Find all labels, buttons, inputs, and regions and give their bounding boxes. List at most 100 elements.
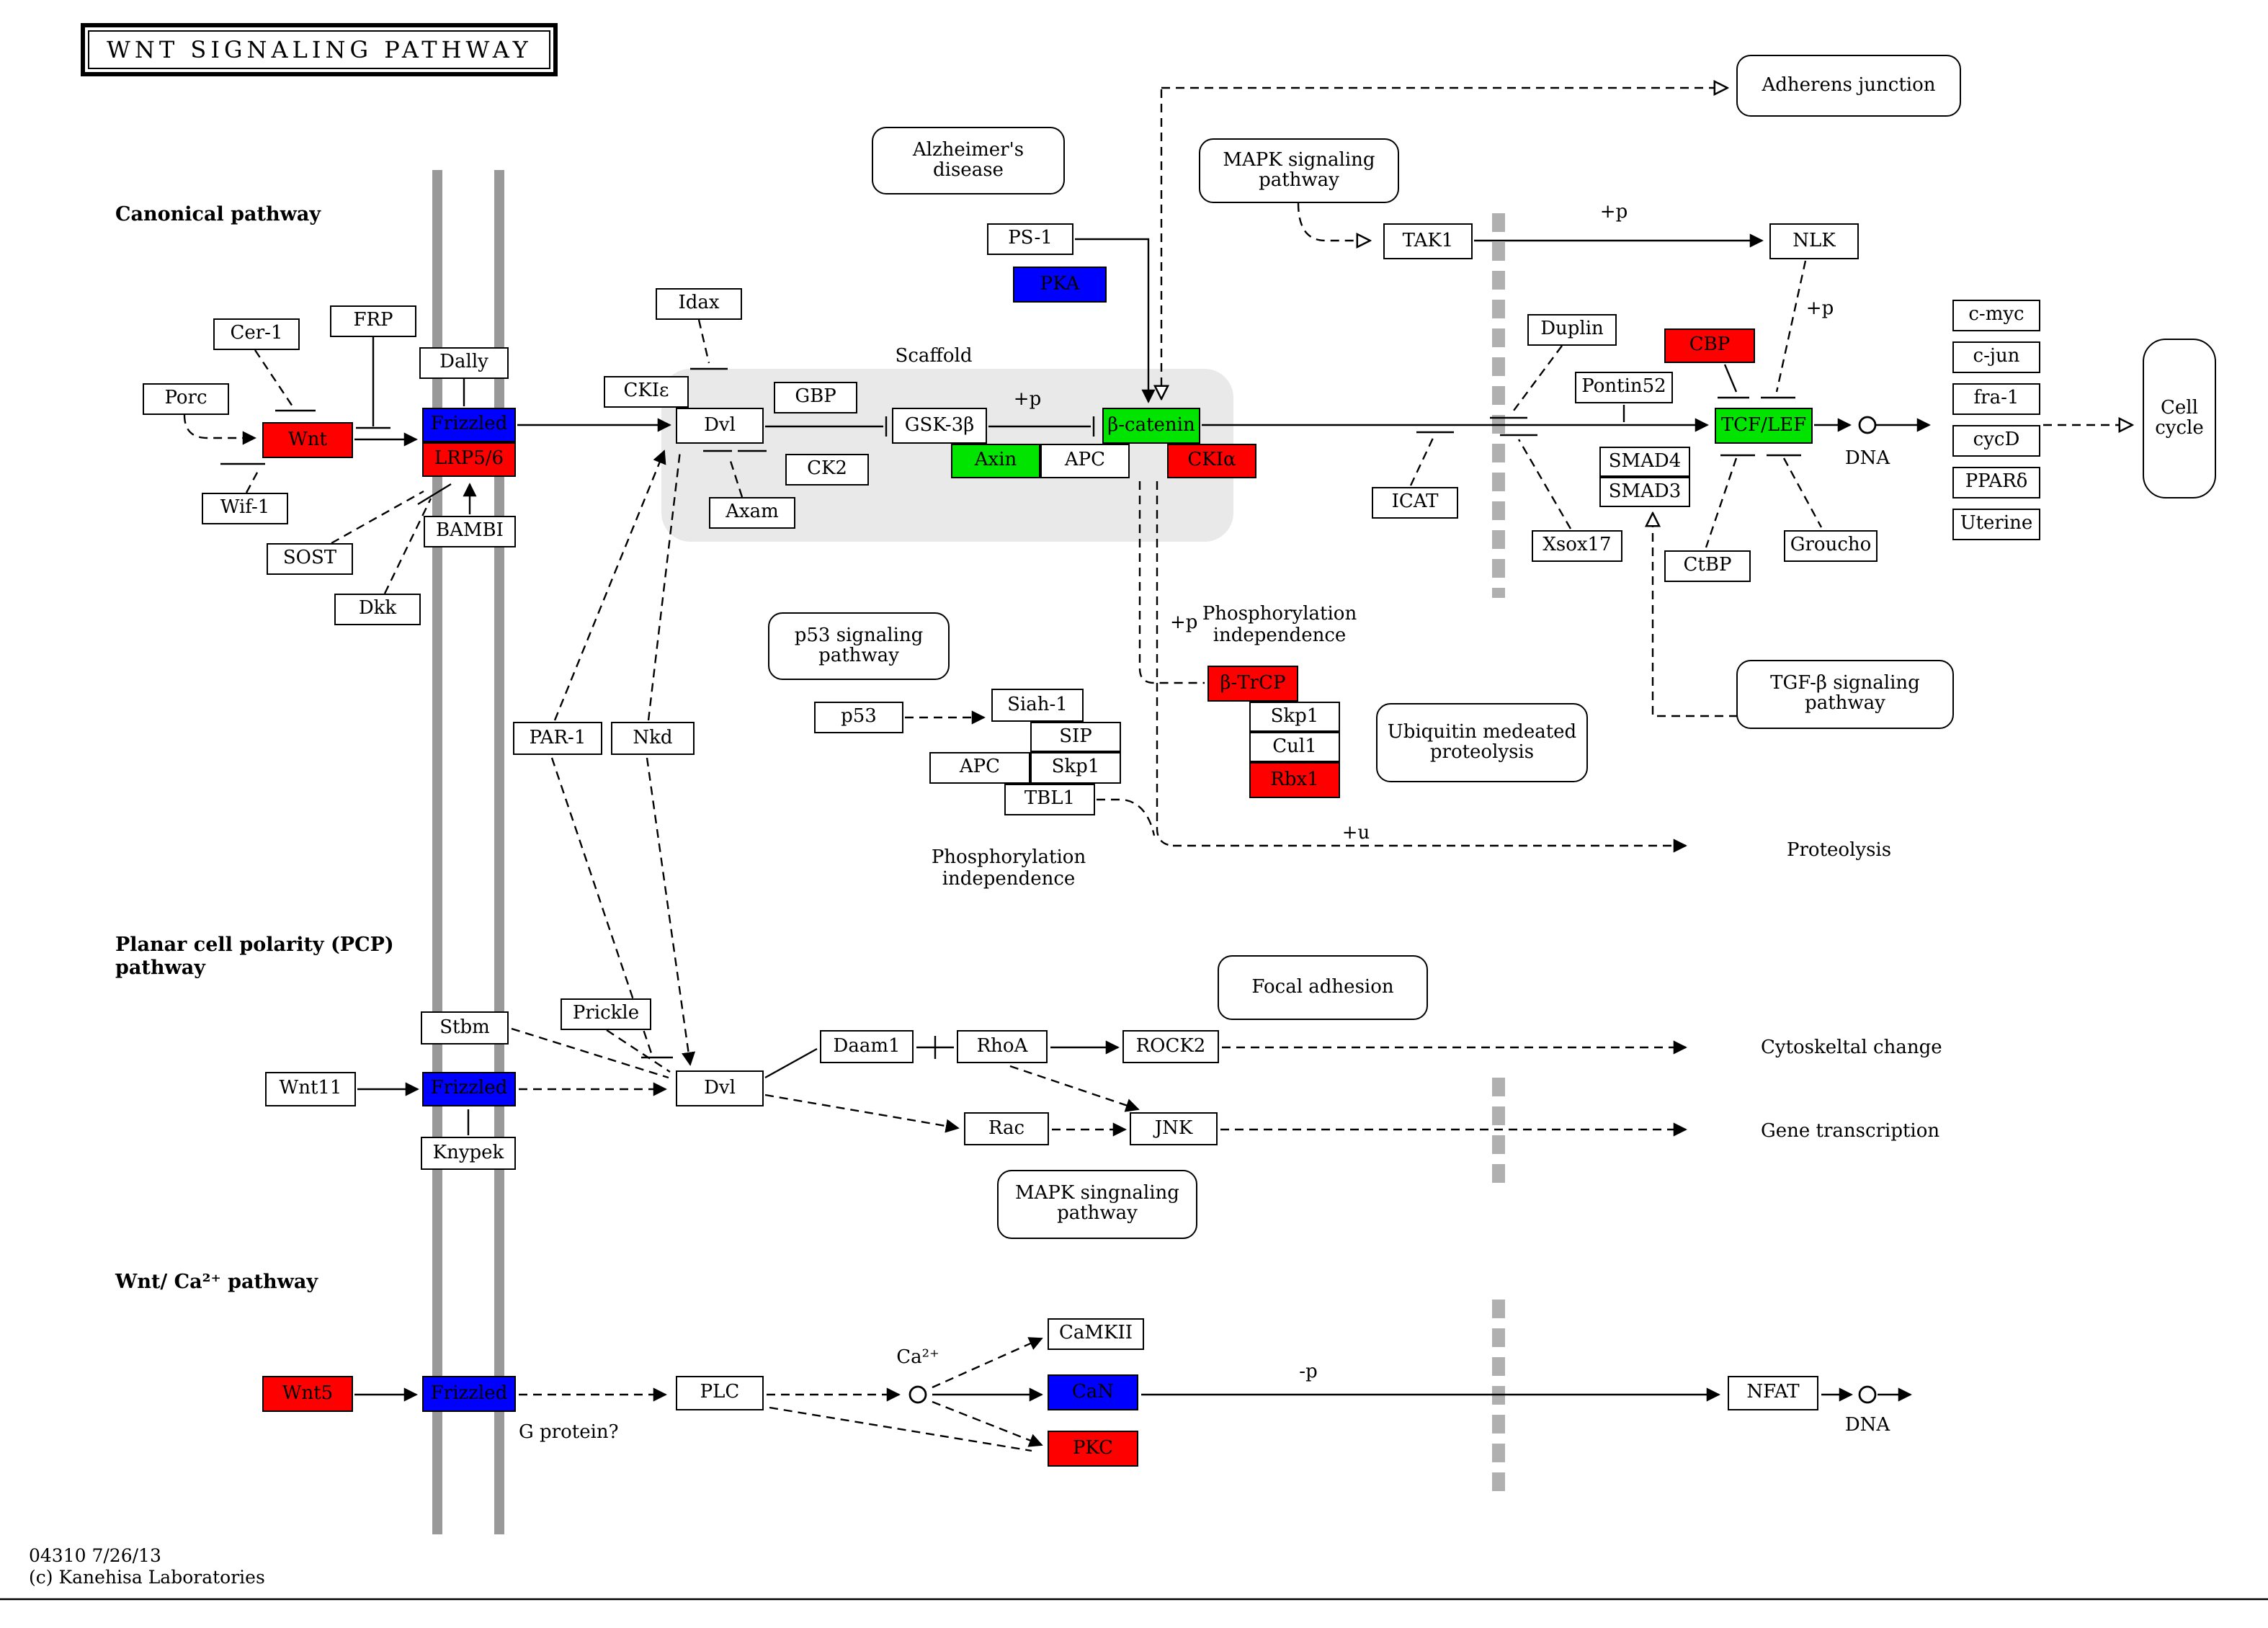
node-sost[interactable]: SOST bbox=[267, 543, 353, 575]
node-uterine[interactable]: Uterine bbox=[1952, 509, 2040, 540]
node-porc[interactable]: Porc bbox=[143, 383, 229, 415]
node-ppar-delta[interactable]: PPARδ bbox=[1952, 467, 2040, 498]
pathway-node-adherens-junction[interactable]: Adherens junction bbox=[1736, 55, 1961, 117]
node-cbp[interactable]: CBP bbox=[1664, 328, 1755, 363]
node-tbl1[interactable]: TBL1 bbox=[1004, 784, 1095, 815]
node-fra-1[interactable]: fra-1 bbox=[1952, 383, 2040, 415]
node-nlk[interactable]: NLK bbox=[1769, 223, 1859, 259]
node-c-myc[interactable]: c-myc bbox=[1952, 300, 2040, 331]
node-pka[interactable]: PKA bbox=[1013, 267, 1107, 303]
node-ck2[interactable]: CK2 bbox=[785, 454, 869, 486]
node-cki-alpha[interactable]: CKIα bbox=[1167, 444, 1256, 478]
edge-75 bbox=[932, 1337, 1043, 1389]
node-tcf-lef[interactable]: TCF/LEF bbox=[1715, 408, 1813, 444]
node-frizzled-ca[interactable]: Frizzled bbox=[422, 1376, 516, 1412]
edge-59 bbox=[511, 1027, 669, 1079]
node-pontin52[interactable]: Pontin52 bbox=[1575, 372, 1673, 403]
node-beta-trcp[interactable]: β-TrCP bbox=[1207, 666, 1298, 702]
label-scaffold: Scaffold bbox=[895, 346, 973, 367]
node-prickle[interactable]: Prickle bbox=[561, 998, 651, 1030]
node-cki-epsilon[interactable]: CKIε bbox=[604, 376, 689, 408]
pathway-node-alzheimers-disease[interactable]: Alzheimer's disease bbox=[872, 127, 1065, 194]
edge-10 bbox=[383, 498, 432, 594]
node-cul1[interactable]: Cul1 bbox=[1249, 732, 1340, 762]
node-wnt[interactable]: Wnt bbox=[262, 422, 353, 458]
node-axam[interactable]: Axam bbox=[709, 497, 795, 529]
node-cer-1[interactable]: Cer-1 bbox=[213, 318, 300, 350]
node-camkii[interactable]: CaMKII bbox=[1048, 1318, 1144, 1350]
node-apc-complex[interactable]: APC bbox=[1040, 444, 1130, 478]
node-axin[interactable]: Axin bbox=[951, 444, 1040, 478]
node-frizzled-canonical[interactable]: Frizzled bbox=[422, 408, 516, 442]
node-sip[interactable]: SIP bbox=[1030, 722, 1121, 752]
edge-68 bbox=[764, 1093, 960, 1133]
node-nkd[interactable]: Nkd bbox=[611, 722, 695, 755]
node-can[interactable]: CaN bbox=[1048, 1374, 1138, 1410]
pathway-node-focal-adhesion[interactable]: Focal adhesion bbox=[1218, 955, 1428, 1020]
edge-7 bbox=[245, 470, 259, 493]
node-bambi[interactable]: BAMBI bbox=[424, 516, 516, 547]
node-p53[interactable]: p53 bbox=[814, 702, 903, 733]
node-smad3[interactable]: SMAD3 bbox=[1599, 477, 1690, 507]
pathway-title: WNT SIGNALING PATHWAY bbox=[88, 30, 551, 69]
node-nfat[interactable]: NFAT bbox=[1728, 1376, 1818, 1410]
node-rock2[interactable]: ROCK2 bbox=[1122, 1030, 1219, 1063]
node-smad4[interactable]: SMAD4 bbox=[1599, 447, 1690, 477]
node-beta-catenin[interactable]: β-catenin bbox=[1102, 408, 1200, 444]
node-par-1[interactable]: PAR-1 bbox=[513, 722, 602, 755]
node-plc[interactable]: PLC bbox=[676, 1376, 764, 1410]
node-wif-1[interactable]: Wif-1 bbox=[202, 493, 288, 524]
node-ps-1[interactable]: PS-1 bbox=[987, 223, 1073, 255]
node-wnt11[interactable]: Wnt11 bbox=[265, 1072, 356, 1106]
node-siah-1[interactable]: Siah-1 bbox=[991, 689, 1084, 722]
node-cycd[interactable]: cycD bbox=[1952, 425, 2040, 457]
node-pkc[interactable]: PKC bbox=[1048, 1431, 1138, 1467]
edge-20 bbox=[729, 460, 744, 498]
node-dally[interactable]: Dally bbox=[419, 347, 509, 379]
node-icat[interactable]: ICAT bbox=[1372, 487, 1458, 519]
label-minus-p: -p bbox=[1299, 1361, 1318, 1383]
node-c-jun[interactable]: c-jun bbox=[1952, 341, 2040, 373]
node-groucho[interactable]: Groucho bbox=[1784, 530, 1878, 562]
label-cytoskeletal-change: Cytoskeltal change bbox=[1761, 1037, 1942, 1059]
node-rbx1[interactable]: Rbx1 bbox=[1249, 762, 1340, 798]
node-dkk[interactable]: Dkk bbox=[334, 594, 421, 625]
pathway-title-box: WNT SIGNALING PATHWAY bbox=[81, 23, 558, 76]
node-lrp5-6[interactable]: LRP5/6 bbox=[422, 442, 516, 477]
label-plus-u: +u bbox=[1341, 823, 1370, 844]
node-rhoa[interactable]: RhoA bbox=[957, 1030, 1048, 1063]
edge-38 bbox=[1297, 202, 1369, 241]
node-idax[interactable]: Idax bbox=[656, 288, 742, 320]
pathway-node-tgf-beta-signaling-pathway[interactable]: TGF-β signaling pathway bbox=[1736, 660, 1954, 729]
node-dvl-pcp[interactable]: Dvl bbox=[676, 1070, 764, 1106]
node-frizzled-pcp[interactable]: Frizzled bbox=[422, 1072, 516, 1106]
node-dvl-canonical[interactable]: Dvl bbox=[676, 408, 764, 444]
pathway-node-ubiquitin-mediated-proteolysis[interactable]: Ubiquitin medeated proteolysis bbox=[1376, 703, 1588, 782]
node-skp1[interactable]: Skp1 bbox=[1249, 702, 1340, 732]
node-apc-degradation[interactable]: APC bbox=[929, 752, 1030, 784]
node-knypek[interactable]: Knypek bbox=[421, 1137, 516, 1170]
pathway-node-cell-cycle[interactable]: Cell cycle bbox=[2143, 339, 2216, 498]
node-tak1[interactable]: TAK1 bbox=[1383, 223, 1473, 259]
edge-14 bbox=[697, 319, 710, 364]
node-ctbp[interactable]: CtBP bbox=[1664, 550, 1751, 582]
node-frp[interactable]: FRP bbox=[330, 305, 416, 337]
node-duplin[interactable]: Duplin bbox=[1527, 314, 1617, 346]
node-skp1-siah[interactable]: Skp1 bbox=[1030, 752, 1121, 784]
node-wnt5[interactable]: Wnt5 bbox=[262, 1376, 353, 1412]
node-stbm[interactable]: Stbm bbox=[421, 1011, 509, 1045]
pathway-node-mapk-signaling-pathway-pcp[interactable]: MAPK singnaling pathway bbox=[997, 1170, 1197, 1239]
node-jnk[interactable]: JNK bbox=[1130, 1112, 1218, 1145]
node-rac[interactable]: Rac bbox=[964, 1112, 1049, 1145]
map-footer: 04310 7/26/13 (c) Kanehisa Laboratories bbox=[29, 1544, 265, 1588]
pathway-node-mapk-signaling-pathway[interactable]: MAPK signaling pathway bbox=[1199, 138, 1399, 203]
node-gbp[interactable]: GBP bbox=[774, 382, 857, 413]
node-xsox17[interactable]: Xsox17 bbox=[1532, 530, 1622, 562]
node-gsk-3b[interactable]: GSK-3β bbox=[892, 408, 987, 444]
pathway-node-p53-signaling-pathway[interactable]: p53 signaling pathway bbox=[768, 612, 950, 680]
cell-membrane-outer bbox=[432, 170, 442, 1534]
label-dna-nucleus: DNA bbox=[1844, 448, 1890, 470]
node-daam1[interactable]: Daam1 bbox=[820, 1030, 914, 1063]
edge-0 bbox=[183, 414, 256, 445]
section-heading-canonical: Canonical pathway bbox=[115, 203, 321, 226]
